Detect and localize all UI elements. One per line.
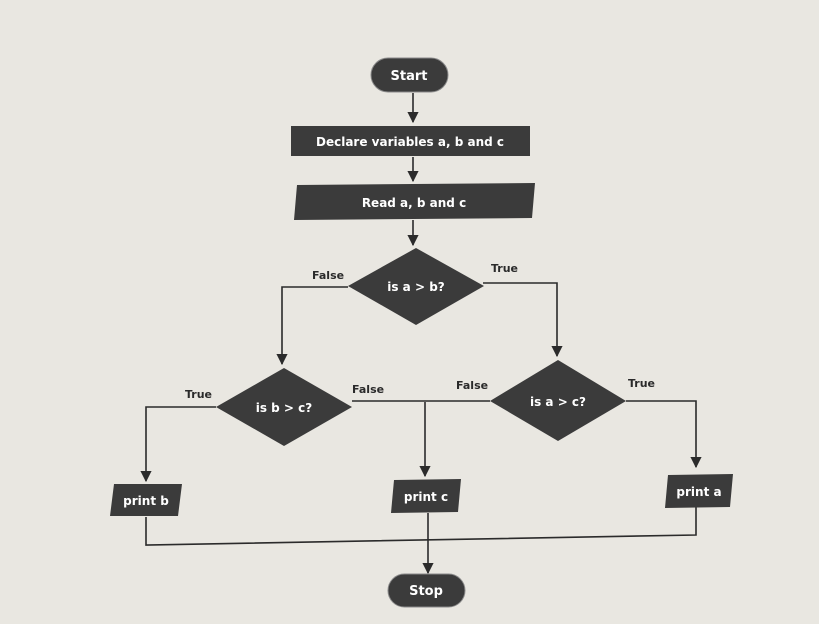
start-label: Start	[391, 69, 428, 84]
label-d2-true: True	[185, 388, 212, 401]
declare-label: Declare variables a, b and c	[316, 135, 504, 149]
decision-b-gt-c-label: is b > c?	[256, 401, 313, 415]
print-c-label: print c	[404, 490, 448, 504]
label-d2-false: False	[352, 383, 384, 396]
edge-labels: False True True False False True	[185, 262, 655, 401]
declare-node: Declare variables a, b and c	[291, 126, 530, 156]
stop-node: Stop	[387, 573, 466, 608]
decision-a-gt-c-label: is a > c?	[530, 395, 586, 409]
stop-label: Stop	[409, 584, 443, 599]
edge-d2-true	[140, 406, 216, 483]
edge-d3-true	[626, 400, 702, 469]
print-b-label: print b	[123, 494, 169, 508]
decision-a-gt-b-label: is a > b?	[387, 280, 445, 294]
label-d1-true: True	[491, 262, 518, 275]
start-node: Start	[370, 57, 449, 93]
decision-b-gt-c: is b > c?	[216, 368, 352, 446]
print-a-label: print a	[676, 485, 721, 499]
decision-a-gt-c: is a > c?	[490, 360, 626, 441]
read-label: Read a, b and c	[362, 196, 466, 210]
edge-merge-bottom	[145, 507, 697, 546]
label-d3-false: False	[456, 379, 488, 392]
read-node: Read a, b and c	[294, 183, 535, 220]
decision-a-gt-b: is a > b?	[348, 248, 484, 325]
print-c-node: print c	[391, 479, 461, 513]
edge-d1-false	[276, 286, 348, 366]
print-b-node: print b	[110, 484, 182, 516]
edge-d1-true	[483, 282, 563, 358]
label-d1-false: False	[312, 269, 344, 282]
print-a-node: print a	[665, 474, 733, 508]
edges	[140, 93, 702, 575]
label-d3-true: True	[628, 377, 655, 390]
